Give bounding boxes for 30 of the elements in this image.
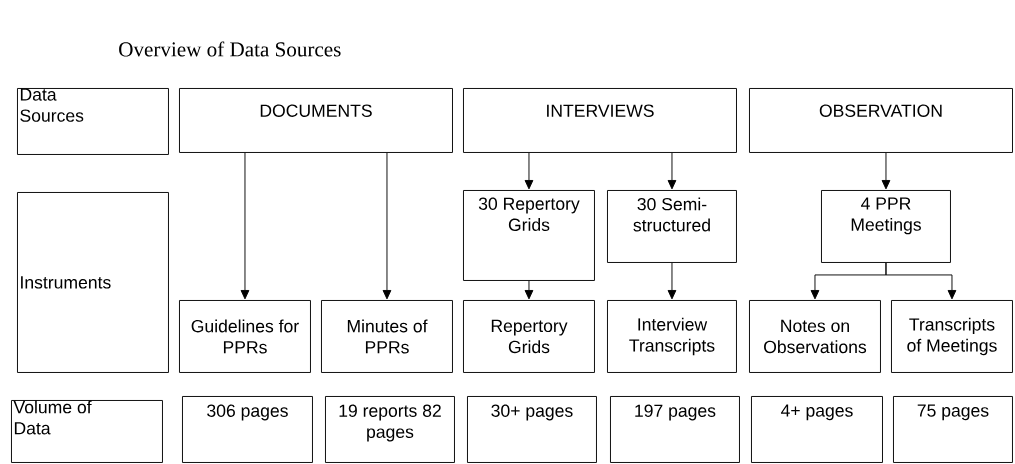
volume-box: 30+ pages	[467, 396, 597, 463]
data-type-box: Minutes of PPRs	[321, 300, 453, 373]
arrow	[524, 152, 534, 190]
data-type-box: Transcripts of Meetings	[891, 300, 1013, 373]
data-type-box: Notes on Observations	[749, 300, 881, 373]
source-box: OBSERVATION	[749, 88, 1013, 153]
instrument-box: 30 Semi-structured	[607, 190, 737, 263]
data-type-box: Interview Transcripts	[607, 300, 737, 373]
row-label-box: Data Sources	[17, 88, 169, 155]
arrow	[382, 152, 392, 300]
arrow	[667, 262, 677, 300]
arrow	[524, 280, 534, 300]
volume-box: 197 pages	[610, 396, 740, 463]
arrow	[667, 152, 677, 190]
arrow	[240, 152, 250, 300]
volume-box: 306 pages	[182, 396, 313, 463]
instrument-box: 4 PPR Meetings	[821, 190, 951, 263]
instrument-box: 30 Repertory Grids	[463, 190, 595, 281]
data-type-box: Guidelines for PPRs	[179, 300, 311, 373]
volume-box: 19 reports 82 pages	[325, 396, 455, 463]
title: Overview of Data Sources	[119, 41, 341, 57]
source-box: INTERVIEWS	[463, 88, 737, 153]
volume-box: 4+ pages	[751, 396, 883, 463]
data-type-box: Repertory Grids	[463, 300, 595, 373]
source-box: DOCUMENTS	[179, 88, 453, 153]
arrow	[881, 152, 891, 190]
row-label-box: Volume of Data	[11, 400, 163, 463]
row-label-box: Instruments	[17, 192, 169, 373]
volume-box: 75 pages	[893, 396, 1013, 463]
arrow	[885, 262, 957, 300]
